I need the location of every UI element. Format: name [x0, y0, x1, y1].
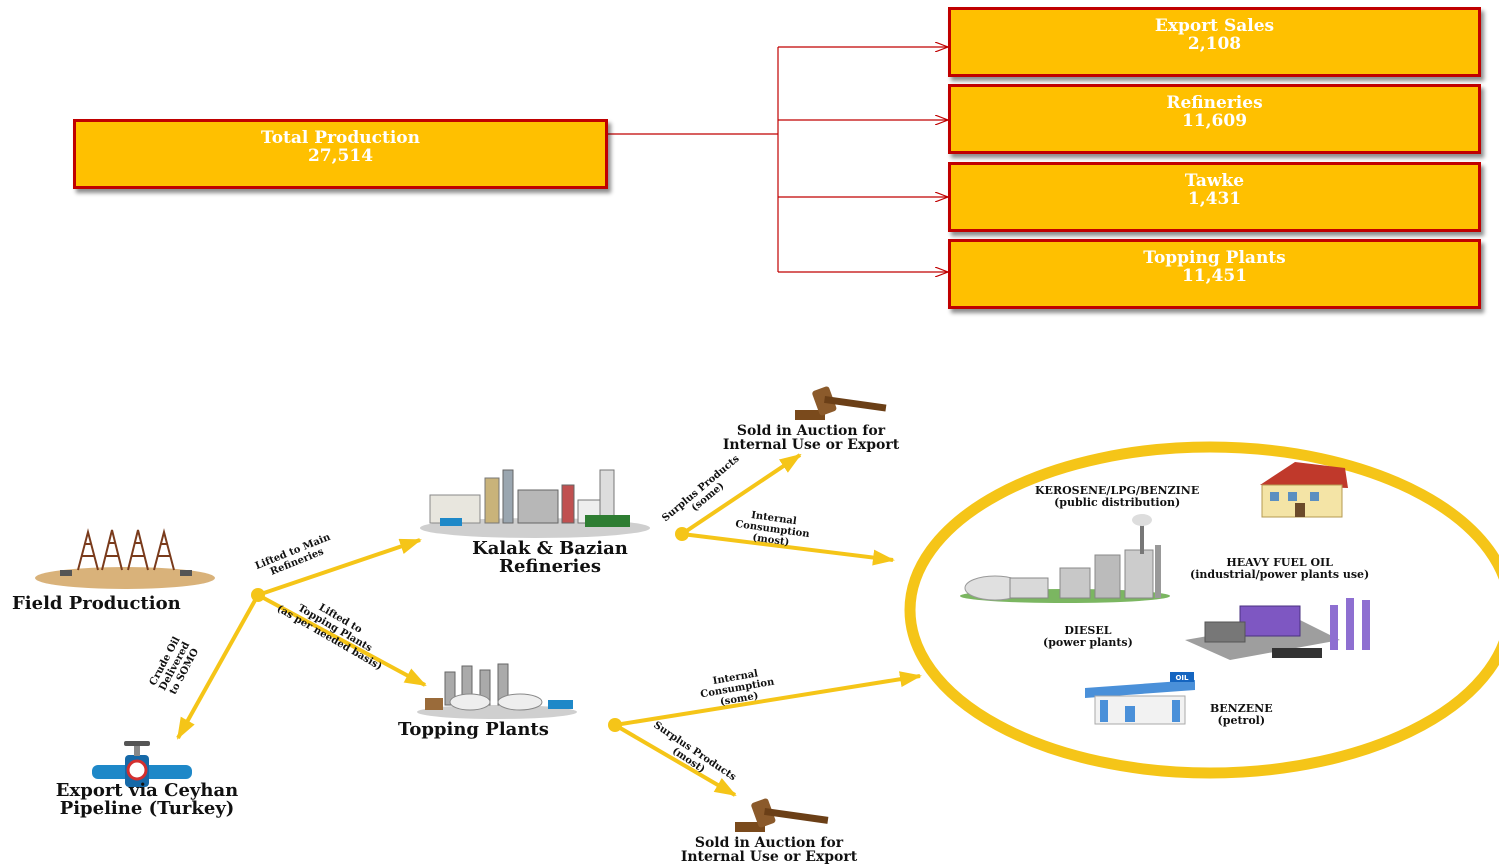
gas-station-icon: OIL — [1085, 672, 1195, 725]
house-icon — [1260, 462, 1348, 518]
arrow-to-topping — [257, 593, 427, 687]
refineries-value: 11,609 — [1181, 110, 1248, 131]
product-benzene-line1: BENZENE — [1210, 702, 1273, 715]
product-hfo-line1: HEAVY FUEL OIL — [1226, 556, 1333, 569]
top-connectors — [607, 0, 1499, 330]
oil-sign-text: OIL — [1175, 674, 1189, 682]
refinery-icon — [420, 469, 650, 538]
gavel-icon-bottom — [735, 798, 829, 832]
junction-topping — [608, 718, 622, 732]
pipeline-icon — [92, 741, 192, 787]
arrow-refinery-auction — [680, 453, 802, 536]
products-circle — [904, 441, 1499, 779]
export-sales-value: 2,108 — [1187, 33, 1242, 54]
total-production-value: 27,514 — [307, 145, 374, 166]
product-benzene-line2: (petrol) — [1217, 714, 1266, 727]
field-production-label: Field Production — [12, 593, 181, 614]
product-diesel-line1: DIESEL — [1064, 624, 1112, 637]
refineries-node-line1: Kalak & Bazian — [472, 538, 628, 559]
export-node-line2: Pipeline (Turkey) — [59, 798, 235, 819]
topping-plants-value: 11,451 — [1181, 265, 1248, 286]
tawke-value: 1,431 — [1187, 188, 1242, 209]
junction-field — [251, 588, 265, 602]
auction-bottom-label: Sold in Auction for Internal Use or Expo… — [644, 836, 894, 864]
industrial-plant-icon — [960, 514, 1170, 603]
power-plant-icon — [1185, 598, 1370, 660]
product-kerosene-line2: (public distribution) — [1054, 496, 1181, 509]
auction-bottom-line1: Sold in Auction for — [694, 835, 844, 851]
product-diesel: DIESEL (power plants) — [1043, 625, 1133, 649]
arrow-topping-auction — [613, 723, 737, 797]
arrow-to-refineries — [257, 538, 422, 597]
refineries-node-label: Kalak & Bazian Refineries — [445, 540, 655, 576]
export-node-label: Export via Ceyhan Pipeline (Turkey) — [22, 782, 272, 818]
arrow-refinery-internal — [681, 532, 895, 566]
product-diesel-line2: (power plants) — [1043, 636, 1133, 649]
topping-node-label: Topping Plants — [398, 719, 549, 740]
topping-plants-label: Topping Plants — [1143, 247, 1286, 268]
product-heavy-fuel-oil: HEAVY FUEL OIL (industrial/power plants … — [1190, 557, 1369, 581]
refineries-label: Refineries — [1166, 92, 1263, 113]
arrow-to-export — [176, 594, 260, 740]
auction-top-line2: Internal Use or Export — [722, 437, 900, 453]
product-kerosene: KEROSENE/LPG/BENZINE (public distributio… — [1035, 485, 1199, 509]
auction-top-line1: Sold in Auction for — [736, 423, 886, 439]
arrow-topping-internal — [614, 671, 922, 727]
export-sales-label: Export Sales — [1154, 15, 1275, 36]
auction-top-label: Sold in Auction for Internal Use or Expo… — [686, 424, 936, 452]
auction-bottom-line2: Internal Use or Export — [680, 849, 858, 865]
gavel-icon-top — [795, 386, 887, 420]
topping-plant-icon — [417, 663, 577, 719]
oil-field-icon — [35, 528, 215, 589]
product-hfo-line2: (industrial/power plants use) — [1190, 568, 1370, 581]
export-node-line1: Export via Ceyhan — [55, 780, 239, 801]
refineries-node-line2: Refineries — [499, 556, 601, 577]
junction-refinery — [675, 527, 689, 541]
product-benzene: BENZENE (petrol) — [1210, 703, 1273, 727]
tawke-label: Tawke — [1184, 170, 1245, 191]
total-production-label: Total Production — [261, 127, 420, 148]
product-kerosene-line1: KEROSENE/LPG/BENZINE — [1035, 484, 1200, 497]
